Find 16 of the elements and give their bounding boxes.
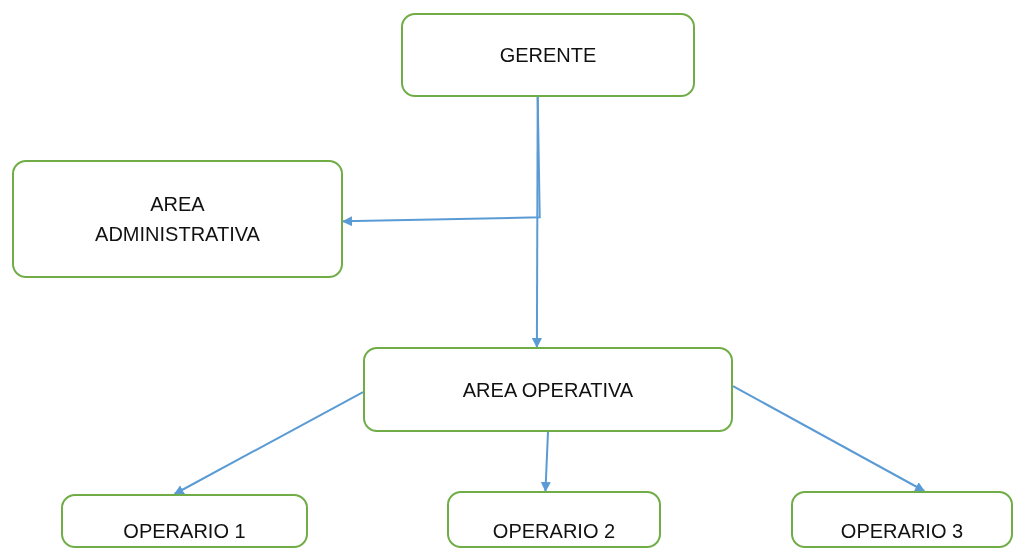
box-label: OPERARIO 1 <box>123 519 246 544</box>
arrow <box>531 96 542 348</box>
arrow <box>732 385 926 492</box>
box-label: AREA ADMINISTRATIVA <box>95 192 260 247</box>
arrow <box>173 391 364 495</box>
box-label: OPERARIO 3 <box>840 519 964 544</box>
box-label: AREA OPERATIVA <box>462 377 634 403</box>
org-box <box>61 494 308 548</box>
org-box <box>791 491 1013 548</box>
box-label: OPERARIO 2 <box>492 519 616 544</box>
org-box <box>447 491 661 548</box>
box-label: GERENTE <box>499 43 597 68</box>
org-box <box>12 160 343 278</box>
arrow <box>540 431 551 492</box>
org-box <box>401 13 695 97</box>
org-box <box>363 347 733 432</box>
